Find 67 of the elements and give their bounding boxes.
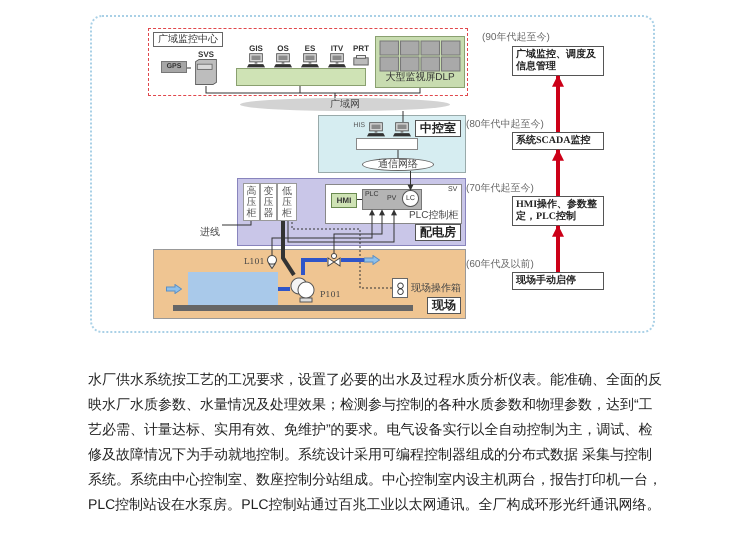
connector-line — [222, 220, 252, 226]
device-label: ITV — [330, 44, 344, 53]
stage-text: 系统SCADA监控 — [516, 135, 590, 147]
connector-line — [334, 88, 420, 98]
device-label: ES — [304, 44, 316, 53]
node-caption: P101 — [320, 290, 341, 300]
water-tank — [188, 272, 278, 305]
thick-line — [278, 287, 290, 291]
switchgear-cabinet — [243, 183, 260, 221]
plc-box — [362, 189, 422, 210]
control-box — [392, 278, 408, 298]
stage-box — [512, 132, 604, 150]
room-title: 中控室 — [415, 120, 461, 137]
thick-line — [341, 258, 364, 262]
stage-text: HMI操作、参数整定，PLC控制 — [516, 199, 598, 223]
node-caption: (90年代起至今) — [482, 32, 550, 44]
arrow — [272, 209, 375, 256]
console-desk — [236, 68, 366, 86]
area-title: 广域监控中心 — [153, 32, 223, 47]
stage-box — [512, 46, 604, 76]
arrow — [552, 148, 564, 196]
connector-line — [292, 220, 392, 288]
node-caption: (70年代起至今) — [466, 183, 534, 195]
device-label: PRT — [353, 44, 369, 53]
line-label: 进线 — [200, 227, 220, 238]
video-wall — [375, 36, 465, 88]
field-panel — [153, 249, 466, 319]
hmi-box — [331, 193, 357, 208]
room-title: 现场 — [427, 297, 461, 314]
cabinet-label: 变压器 — [264, 186, 274, 220]
switchgear-cabinet — [277, 183, 297, 221]
control-cabinet — [325, 184, 462, 224]
thick-line — [301, 258, 327, 275]
room-panel — [318, 115, 466, 173]
arrow — [552, 74, 564, 132]
arrow — [408, 170, 414, 191]
monitoring-center-area — [148, 28, 468, 96]
network-label: 广域网 — [330, 98, 360, 110]
node-caption: 现场操作箱 — [411, 283, 461, 295]
device-label: GIS — [249, 44, 263, 53]
device-label: OS — [277, 44, 289, 53]
device-box — [161, 61, 187, 73]
device-label: 大型监视屏DLP — [385, 72, 455, 84]
stage-box — [512, 272, 604, 290]
connector-line — [402, 110, 404, 122]
node-caption: (80年代中起至今) — [466, 119, 544, 131]
room-panel — [237, 178, 466, 246]
connector-line — [356, 199, 362, 200]
room-title: 配电房 — [415, 224, 461, 241]
stage-text: 现场手动启停 — [516, 275, 576, 287]
console-desk — [356, 138, 418, 150]
arrow — [552, 224, 564, 272]
cabinet-label: 低压柜 — [282, 186, 292, 220]
caption-paragraph: 水厂供水系统按工艺的工况要求，设置了必要的出水及过程水质分析仪表。能准确、全面的反映水厂水质参数、水量情况及处理效果；检测参与控制的各种水质参数和物理参数，达到“工艺必需、计量达标、实用有效、免维护”的要求。电气设备实行以全自动控制为主，调试、检修及故障情况下为手动就地控制。系统设计采用可编程控制器组成的分布式数据 采集与控制系统。系统由中心控制室、数座控制分站组成。中心控制室内设主机两台，报告打印机一台，PLC控制站设在水泵房。PLC控制站通过百兆工业以太网通讯。全厂构成环形光纤通讯网络。 — [88, 370, 662, 514]
thick-line — [281, 221, 296, 276]
node-caption: L101 — [244, 257, 265, 267]
device-label: SVS — [198, 50, 214, 59]
device-label: HMI — [336, 196, 352, 205]
switchgear-cabinet — [260, 183, 277, 221]
stage-text: 广域监控、调度及信息管理 — [516, 49, 597, 73]
cabinet-label: PLC控制柜 — [409, 210, 458, 222]
stage-box — [512, 196, 604, 226]
arrow — [334, 209, 385, 254]
cabinet-label: 高压柜 — [246, 186, 256, 220]
node-caption: (60年代及以前) — [466, 259, 534, 271]
arrow — [288, 209, 397, 242]
network-label: 通信网络 — [378, 159, 418, 170]
